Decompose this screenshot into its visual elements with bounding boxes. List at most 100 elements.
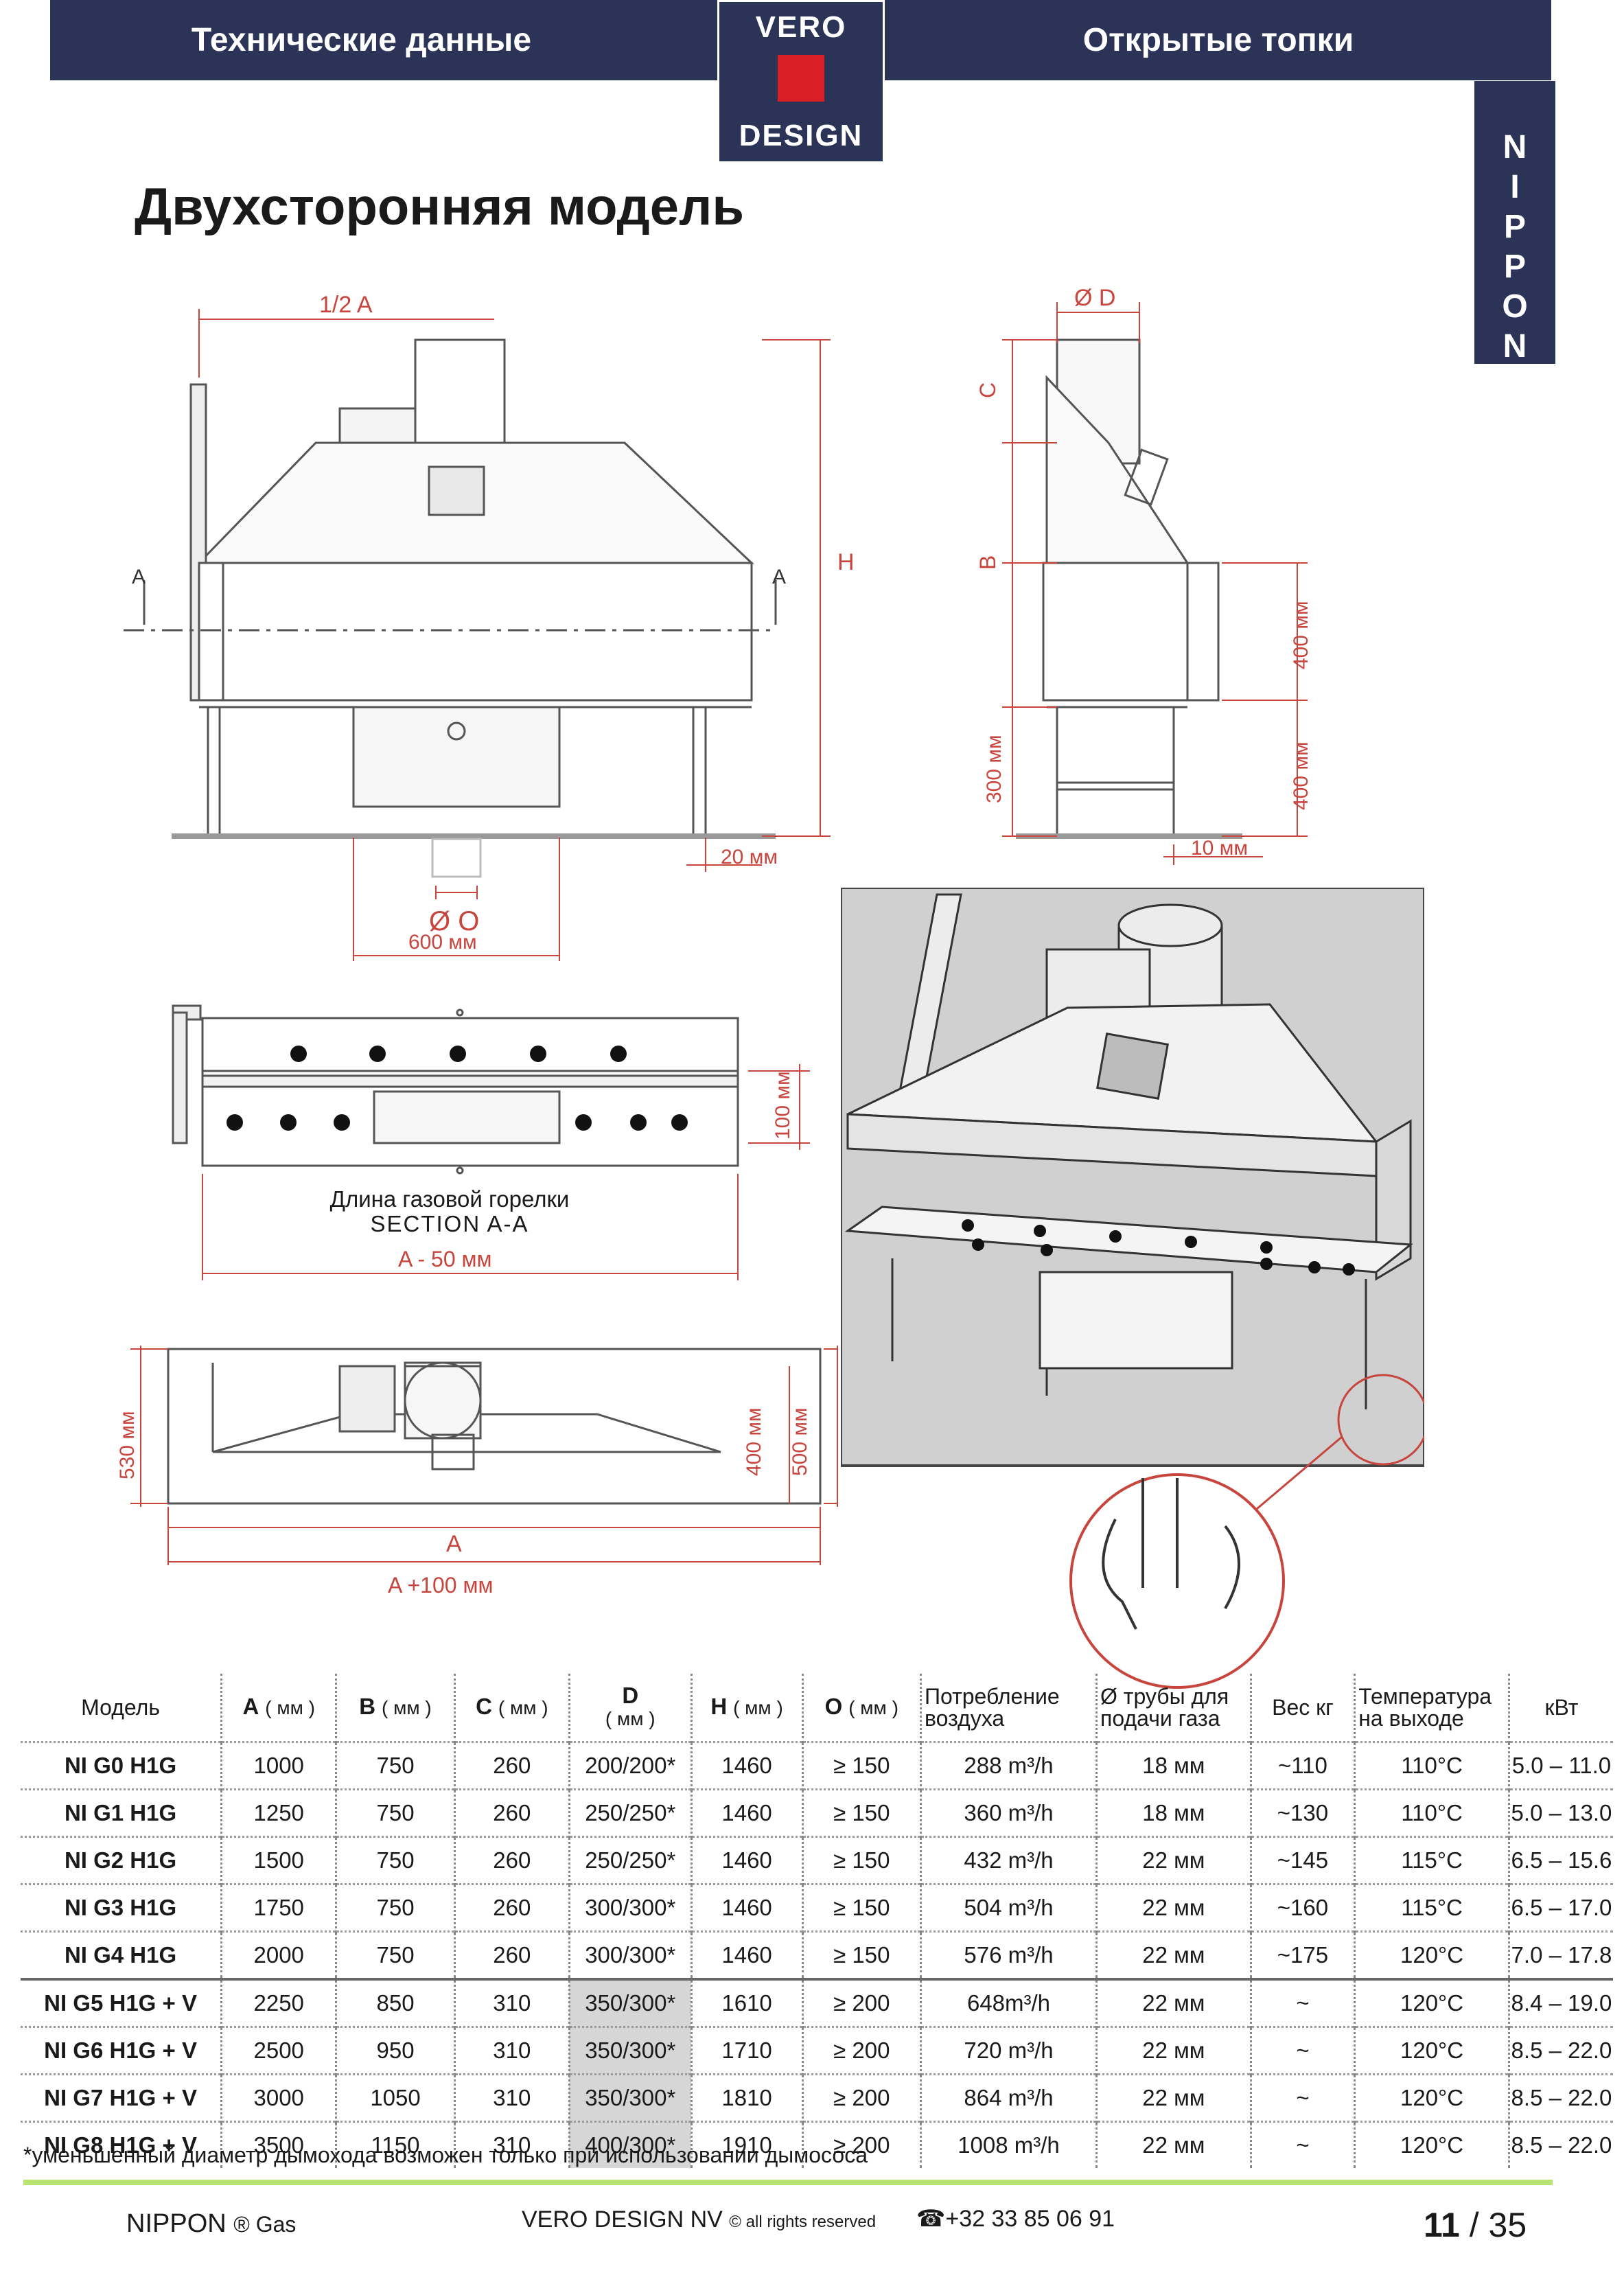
table-cell: 1710 xyxy=(690,2026,803,2075)
table-cell: 504 m³/h xyxy=(919,1883,1097,1932)
label-dia-o: Ø O xyxy=(429,906,479,936)
table-cell: 350/300* xyxy=(568,1978,692,2027)
table-cell: 260 xyxy=(453,1741,570,1790)
logo-text-bottom: DESIGN xyxy=(739,119,863,152)
header-a: A ( мм ) xyxy=(220,1674,336,1742)
table-cell: 1460 xyxy=(690,1836,803,1884)
table-cell: 576 m³/h xyxy=(919,1930,1097,1979)
footer-phone: ☎+32 33 85 06 91 xyxy=(916,2206,1115,2232)
table-cell: 5.0 – 13.0 xyxy=(1507,1788,1613,1837)
table-cell: ≥ 150 xyxy=(801,1836,921,1884)
table-cell: 120°C xyxy=(1354,1930,1509,1979)
table-cell: 8.5 – 22.0 xyxy=(1507,2121,1613,2168)
table-cell: 1910 xyxy=(690,2121,803,2168)
label-half-a: 1/2 A xyxy=(319,292,373,318)
burner-length-caption: Длина газовой горелки xyxy=(329,1186,570,1212)
table-cell: 22 мм xyxy=(1095,1836,1251,1884)
table-cell: 1460 xyxy=(690,1788,803,1837)
table-cell: 8.5 – 22.0 xyxy=(1507,2073,1613,2122)
footer-company: VERO DESIGN NV © all rights reserved xyxy=(522,2206,877,2233)
table-cell: ≥ 150 xyxy=(801,1741,921,1790)
table-cell: 310 xyxy=(453,2026,570,2075)
table-cell: 950 xyxy=(335,2026,455,2075)
label-530mm: 530 мм xyxy=(116,1411,139,1479)
header-d: D( мм ) xyxy=(568,1674,692,1742)
header-title-left: Технические данные xyxy=(191,22,532,58)
table-cell: ~ xyxy=(1249,2026,1355,2075)
table-cell: 400/300* xyxy=(568,2121,692,2168)
table-cell: 1000 xyxy=(220,1741,336,1790)
table-cell: 2000 xyxy=(220,1930,336,1979)
table-cell: 720 m³/h xyxy=(919,2026,1097,2075)
footnote: *уменьшенный диаметр дымохода возможен т… xyxy=(23,2143,868,2167)
table-cell: 8.4 – 19.0 xyxy=(1507,1978,1613,2027)
table-cell: ~130 xyxy=(1249,1788,1355,1837)
table-cell: ≥ 200 xyxy=(801,2121,921,2168)
top-view-drawing: 530 мм 400 мм 500 мм A A +100 мм xyxy=(116,1346,838,1598)
table-cell: 7.0 – 17.8 xyxy=(1507,1930,1613,1979)
table-cell: 3000 xyxy=(220,2073,336,2122)
table-cell: ~110 xyxy=(1249,1741,1355,1790)
table-cell: 260 xyxy=(453,1788,570,1837)
table-cell: 1460 xyxy=(690,1741,803,1790)
label-a-minus-50: A - 50 мм xyxy=(398,1247,492,1271)
label-dia-d: Ø D xyxy=(1074,285,1115,311)
header-air-consumption: Потребление воздуха xyxy=(919,1674,1097,1742)
header-h: H ( мм ) xyxy=(690,1674,803,1742)
side-letter: P xyxy=(1503,209,1526,245)
table-cell: 8.5 – 22.0 xyxy=(1507,2026,1613,2075)
table-cell: 1610 xyxy=(690,1978,803,2027)
label-400mm-b: 400 мм xyxy=(1290,741,1312,810)
label-400mm: 400 мм xyxy=(743,1407,765,1476)
table-cell: ≥ 150 xyxy=(801,1930,921,1979)
table-cell: 750 xyxy=(335,1788,455,1837)
table-cell: 1810 xyxy=(690,2073,803,2122)
table-cell: ≥ 200 xyxy=(801,2026,921,2075)
side-letter: I xyxy=(1510,169,1520,205)
table-cell: 1460 xyxy=(690,1930,803,1979)
footer-product: NIPPON ® Gas xyxy=(126,2209,297,2238)
table-cell: NI G2 H1G xyxy=(21,1836,222,1884)
logo-red-square xyxy=(778,55,824,102)
table-cell: ≥ 200 xyxy=(801,2073,921,2122)
table-cell: 850 xyxy=(335,1978,455,2027)
header-kw: кВт xyxy=(1507,1674,1613,1742)
label-300mm: 300 мм xyxy=(983,735,1006,803)
table-cell: ≥ 200 xyxy=(801,1978,921,2027)
label-a-plus-100: A +100 мм xyxy=(388,1573,493,1598)
table-cell: 2250 xyxy=(220,1978,336,2027)
table-cell: NI G4 H1G xyxy=(21,1930,222,1979)
header-o: O ( мм ) xyxy=(801,1674,921,1742)
table-cell: NI G0 H1G xyxy=(21,1741,222,1790)
table-cell: 22 мм xyxy=(1095,1930,1251,1979)
table-cell: 300/300* xyxy=(568,1883,692,1932)
table-cell: NI G3 H1G xyxy=(21,1883,222,1932)
table-cell: 18 мм xyxy=(1095,1741,1251,1790)
table-cell: 260 xyxy=(453,1883,570,1932)
table-cell: 360 m³/h xyxy=(919,1788,1097,1837)
table-cell: 350/300* xyxy=(568,2026,692,2075)
spec-table: Модель A ( мм ) B ( мм ) C ( мм ) D( мм … xyxy=(21,1674,1613,2168)
section-aa-drawing: 100 мм A - 50 мм xyxy=(172,1004,810,1280)
table-cell: 1150 xyxy=(335,2121,455,2168)
table-cell: 115°C xyxy=(1354,1836,1509,1884)
table-cell: 120°C xyxy=(1354,2073,1509,2122)
side-tab-nippon: N I P P O N xyxy=(1474,81,1555,365)
header-c: C ( мм ) xyxy=(453,1674,570,1742)
table-cell: 310 xyxy=(453,2073,570,2122)
side-letter: P xyxy=(1503,249,1526,285)
table-cell: 750 xyxy=(335,1836,455,1884)
table-cell: 260 xyxy=(453,1930,570,1979)
table-cell: 750 xyxy=(335,1883,455,1932)
table-cell: NI G6 H1G + V xyxy=(21,2026,222,2075)
table-cell: 1250 xyxy=(220,1788,336,1837)
table-cell: 1050 xyxy=(335,2073,455,2122)
table-cell: 22 мм xyxy=(1095,1883,1251,1932)
